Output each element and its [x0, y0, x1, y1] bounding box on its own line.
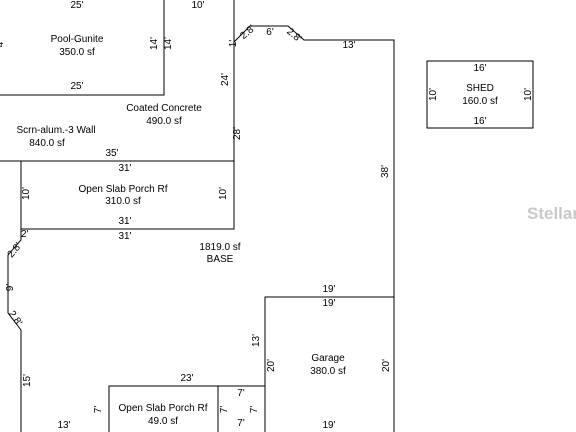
pool-area: 350.0 sf: [59, 47, 95, 58]
dim-shed-16-bottom: 16': [473, 116, 487, 127]
dim-garage-20-left: 20': [266, 358, 278, 373]
dim-porch-31-inner: 31': [118, 216, 132, 227]
dim-porch-10-right: 10': [218, 186, 230, 201]
dim-garage-19-bottom: 19': [322, 420, 336, 431]
garage-area: 380.0 sf: [310, 366, 346, 377]
garage-outline: [264, 296, 394, 432]
porch-top-area: 310.0 sf: [105, 196, 141, 207]
shed-area: 160.0 sf: [462, 96, 498, 107]
dim-left-15: 15': [22, 373, 34, 388]
dim-left-2-8-b: 2.8': [5, 308, 24, 329]
dim-bp-23: 23': [180, 373, 194, 384]
dim-top-13: 13': [342, 40, 356, 51]
dim-pool-right-a: 14': [149, 36, 161, 51]
dim-shed-10-right: 10': [523, 87, 535, 102]
base-label: BASE: [206, 254, 234, 265]
dim-porch-10-left: 10': [21, 186, 33, 201]
dim-bp-7-right: 7': [249, 405, 261, 414]
porch-bottom-label: Open Slab Porch Rf: [118, 403, 208, 414]
dim-pool-left: 4': [0, 39, 7, 48]
dim-top-1: 1': [228, 39, 240, 48]
dim-shed-16-top: 16': [473, 63, 487, 74]
dim-left-2: 2': [21, 229, 29, 240]
dim-left-2-8-a: 2.8': [5, 240, 25, 261]
screen-wall-bottom: [0, 160, 235, 230]
dim-garage-13: 13': [251, 333, 263, 348]
dim-bp-7-mid: 7': [219, 405, 231, 414]
left-jog: [7, 229, 22, 432]
bottom-porch-outline: [108, 385, 265, 432]
dim-cc-24: 24': [220, 72, 232, 87]
coated-concrete-area: 490.0 sf: [146, 116, 182, 127]
base-area: 1819.0 sf: [199, 242, 241, 253]
dim-pool-right-b: 14': [163, 36, 175, 51]
dim-pool-top: 25': [70, 0, 84, 11]
watermark: Stellar: [527, 204, 576, 223]
shed-outline: [426, 60, 534, 129]
coated-concrete-label: Coated Concrete: [126, 103, 202, 114]
dim-garage-19-top: 19': [322, 284, 336, 295]
dim-bottom-13: 13': [57, 420, 71, 431]
screen-wall-label: Scrn-alum.-3 Wall: [16, 125, 96, 136]
dim-pool-bottom: 25': [70, 81, 84, 92]
screen-wall-area: 840.0 sf: [29, 138, 65, 149]
dim-screen-35: 35': [105, 148, 119, 159]
pool-label: Pool-Gunite: [50, 34, 104, 45]
dim-cc-28: 28': [232, 126, 244, 141]
dim-top-10: 10': [191, 0, 205, 11]
dim-garage-20-right: 20': [381, 358, 393, 373]
dim-top-2-8-b: 2.8': [284, 26, 304, 45]
dim-left-9: 9': [5, 283, 17, 292]
garage-label: Garage: [311, 353, 345, 364]
dim-bp-7-bottom: 7': [237, 418, 245, 429]
dim-porch-31-outer: 31': [118, 231, 132, 242]
dim-right-38: 38': [380, 164, 392, 179]
dim-top-6: 6': [266, 27, 274, 38]
dim-porch-31-top: 31': [118, 163, 132, 174]
dim-garage-19-inner: 19': [322, 298, 336, 309]
dim-top-2-8-a: 2.8': [238, 23, 258, 42]
shed-label: SHED: [466, 83, 494, 94]
pool-outline: [0, 0, 165, 96]
porch-top-label: Open Slab Porch Rf: [78, 184, 168, 195]
dim-shed-10-left: 10': [428, 87, 440, 102]
porch-bottom-area: 49.0 sf: [147, 416, 179, 427]
dim-bp-7-top: 7': [237, 388, 245, 399]
dim-bp-7-left: 7': [93, 405, 105, 414]
